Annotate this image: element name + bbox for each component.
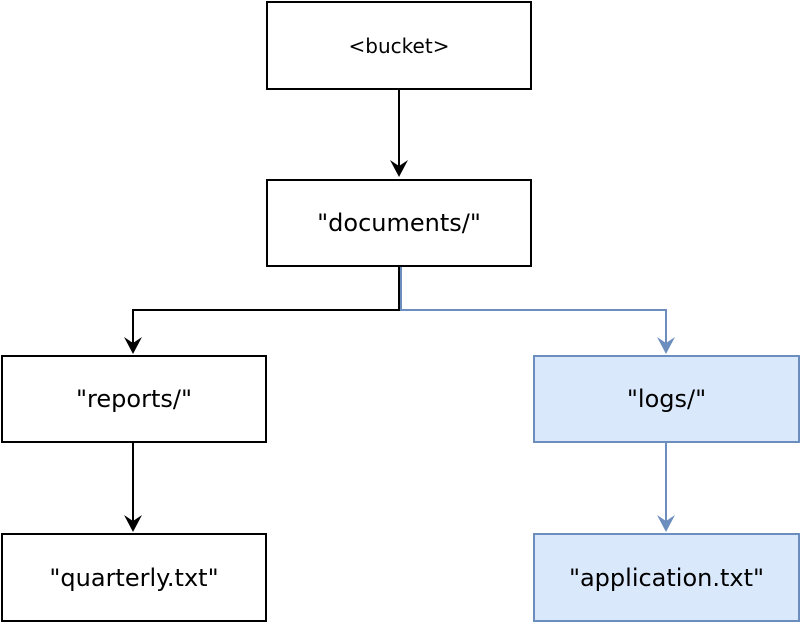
arrowhead-application [657,515,675,532]
node-documents-folder: "documents/" [266,179,532,267]
node-bucket: <bucket> [266,1,532,90]
node-logs-folder: "logs/" [533,355,800,443]
node-application-file: "application.txt" [533,533,800,622]
node-quarterly-file: "quarterly.txt" [1,533,267,622]
edge-documents-to-logs [400,267,667,350]
arrowhead-quarterly [124,515,142,532]
arrowhead-reports [124,337,142,354]
node-reports-folder: "reports/" [1,355,267,443]
arrowhead-logs [657,337,675,354]
edge-documents-to-reports [132,267,400,350]
arrowhead-documents [390,160,408,177]
